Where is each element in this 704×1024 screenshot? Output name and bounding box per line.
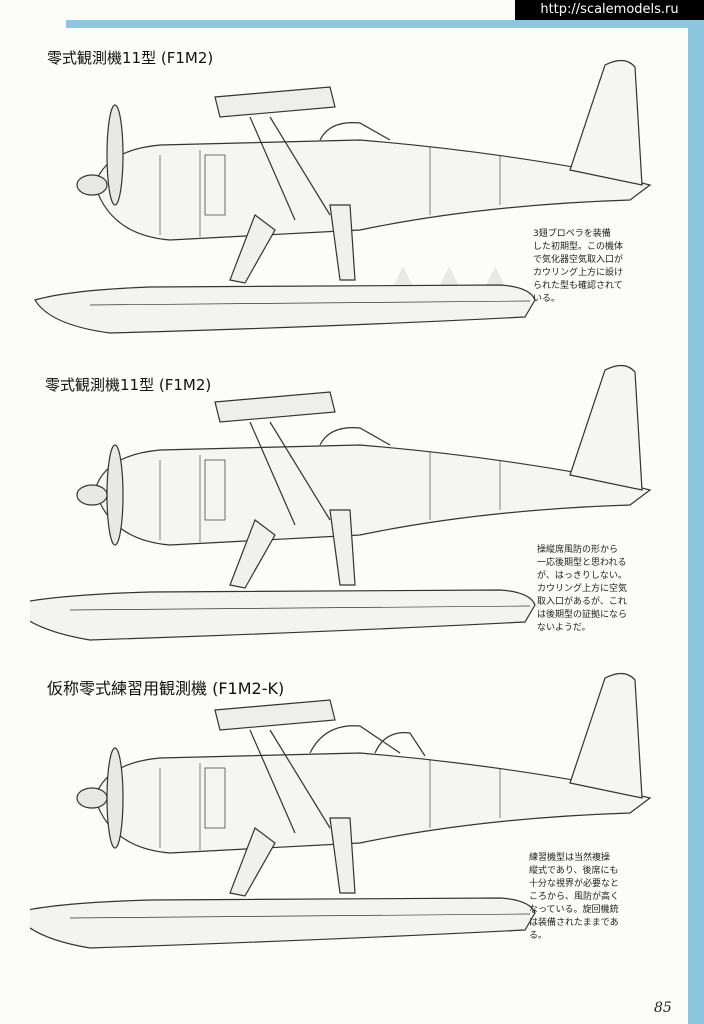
note-line: 一応後期型と思われる bbox=[537, 558, 627, 568]
note-line: は装備されたままであ bbox=[529, 918, 619, 928]
note-line: いる。 bbox=[533, 294, 561, 304]
page-number: 85 bbox=[654, 1000, 672, 1016]
note-line: が、はっきりしない。 bbox=[537, 571, 627, 581]
note-line: ころから、風防が高く bbox=[529, 892, 620, 902]
note-line: は後期型の証拠になら bbox=[537, 610, 628, 620]
note-line: ないようだ。 bbox=[537, 623, 591, 633]
note-line: 縦式であり、後席にも bbox=[529, 866, 619, 876]
page-frame-right bbox=[688, 20, 704, 1024]
note-line: カウリング上方に設け bbox=[533, 268, 624, 278]
note-line: 練習機型は当然複操 bbox=[529, 853, 611, 863]
note-line: る。 bbox=[529, 931, 548, 941]
section-2-note: 操縦席風防の形から 一応後期型と思われる が、はっきりしない。 カウリング上方に… bbox=[537, 544, 627, 635]
note-line: られた型も確認されて bbox=[533, 281, 623, 291]
section-3-plane-drawing bbox=[30, 668, 670, 968]
seaplane-side-view bbox=[30, 364, 652, 641]
page-frame-top bbox=[66, 20, 704, 28]
section-1-plane-drawing bbox=[30, 55, 670, 355]
watermark[interactable]: http://scalemodels.ru bbox=[515, 0, 704, 20]
note-line: で気化器空気取入口が bbox=[533, 255, 624, 265]
note-line: 操縦席風防の形から bbox=[537, 545, 619, 555]
note-line: 取入口があるが、これ bbox=[537, 597, 627, 607]
section-3-note: 練習機型は当然複操 縦式であり、後席にも 十分な視界が必要なと ころから、風防が… bbox=[529, 852, 619, 943]
section-2-title: 零式観測機11型 (F1M2) bbox=[45, 376, 212, 394]
note-line: 3翅プロペラを装備 bbox=[533, 229, 611, 239]
note-line: カウリング上方に空気 bbox=[537, 584, 628, 594]
seaplane-side-view bbox=[30, 672, 652, 949]
section-3-title: 仮称零式練習用観測機 (F1M2-K) bbox=[47, 679, 285, 698]
note-line: した初期型。この機体 bbox=[533, 242, 624, 252]
note-line: なっている。旋回機銃 bbox=[529, 905, 619, 915]
section-2-plane-drawing bbox=[30, 360, 670, 660]
section-1-title: 零式観測機11型 (F1M2) bbox=[47, 49, 214, 67]
section-1-note: 3翅プロペラを装備 した初期型。この機体 で気化器空気取入口が カウリング上方に… bbox=[533, 228, 623, 306]
note-line: 十分な視界が必要なと bbox=[529, 879, 620, 889]
seaplane-side-view bbox=[34, 59, 652, 334]
